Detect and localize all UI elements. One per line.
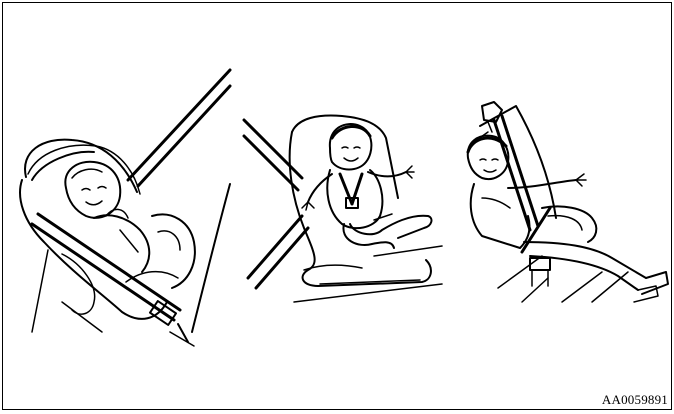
figure-reference-code: AA0059891 bbox=[602, 392, 668, 408]
figure-frame: AA0059891 bbox=[2, 2, 672, 410]
infant-rear-facing-seat-panel bbox=[20, 70, 230, 346]
child-seat-belt-panel bbox=[468, 102, 668, 302]
child-forward-facing-seat-panel bbox=[244, 116, 442, 302]
